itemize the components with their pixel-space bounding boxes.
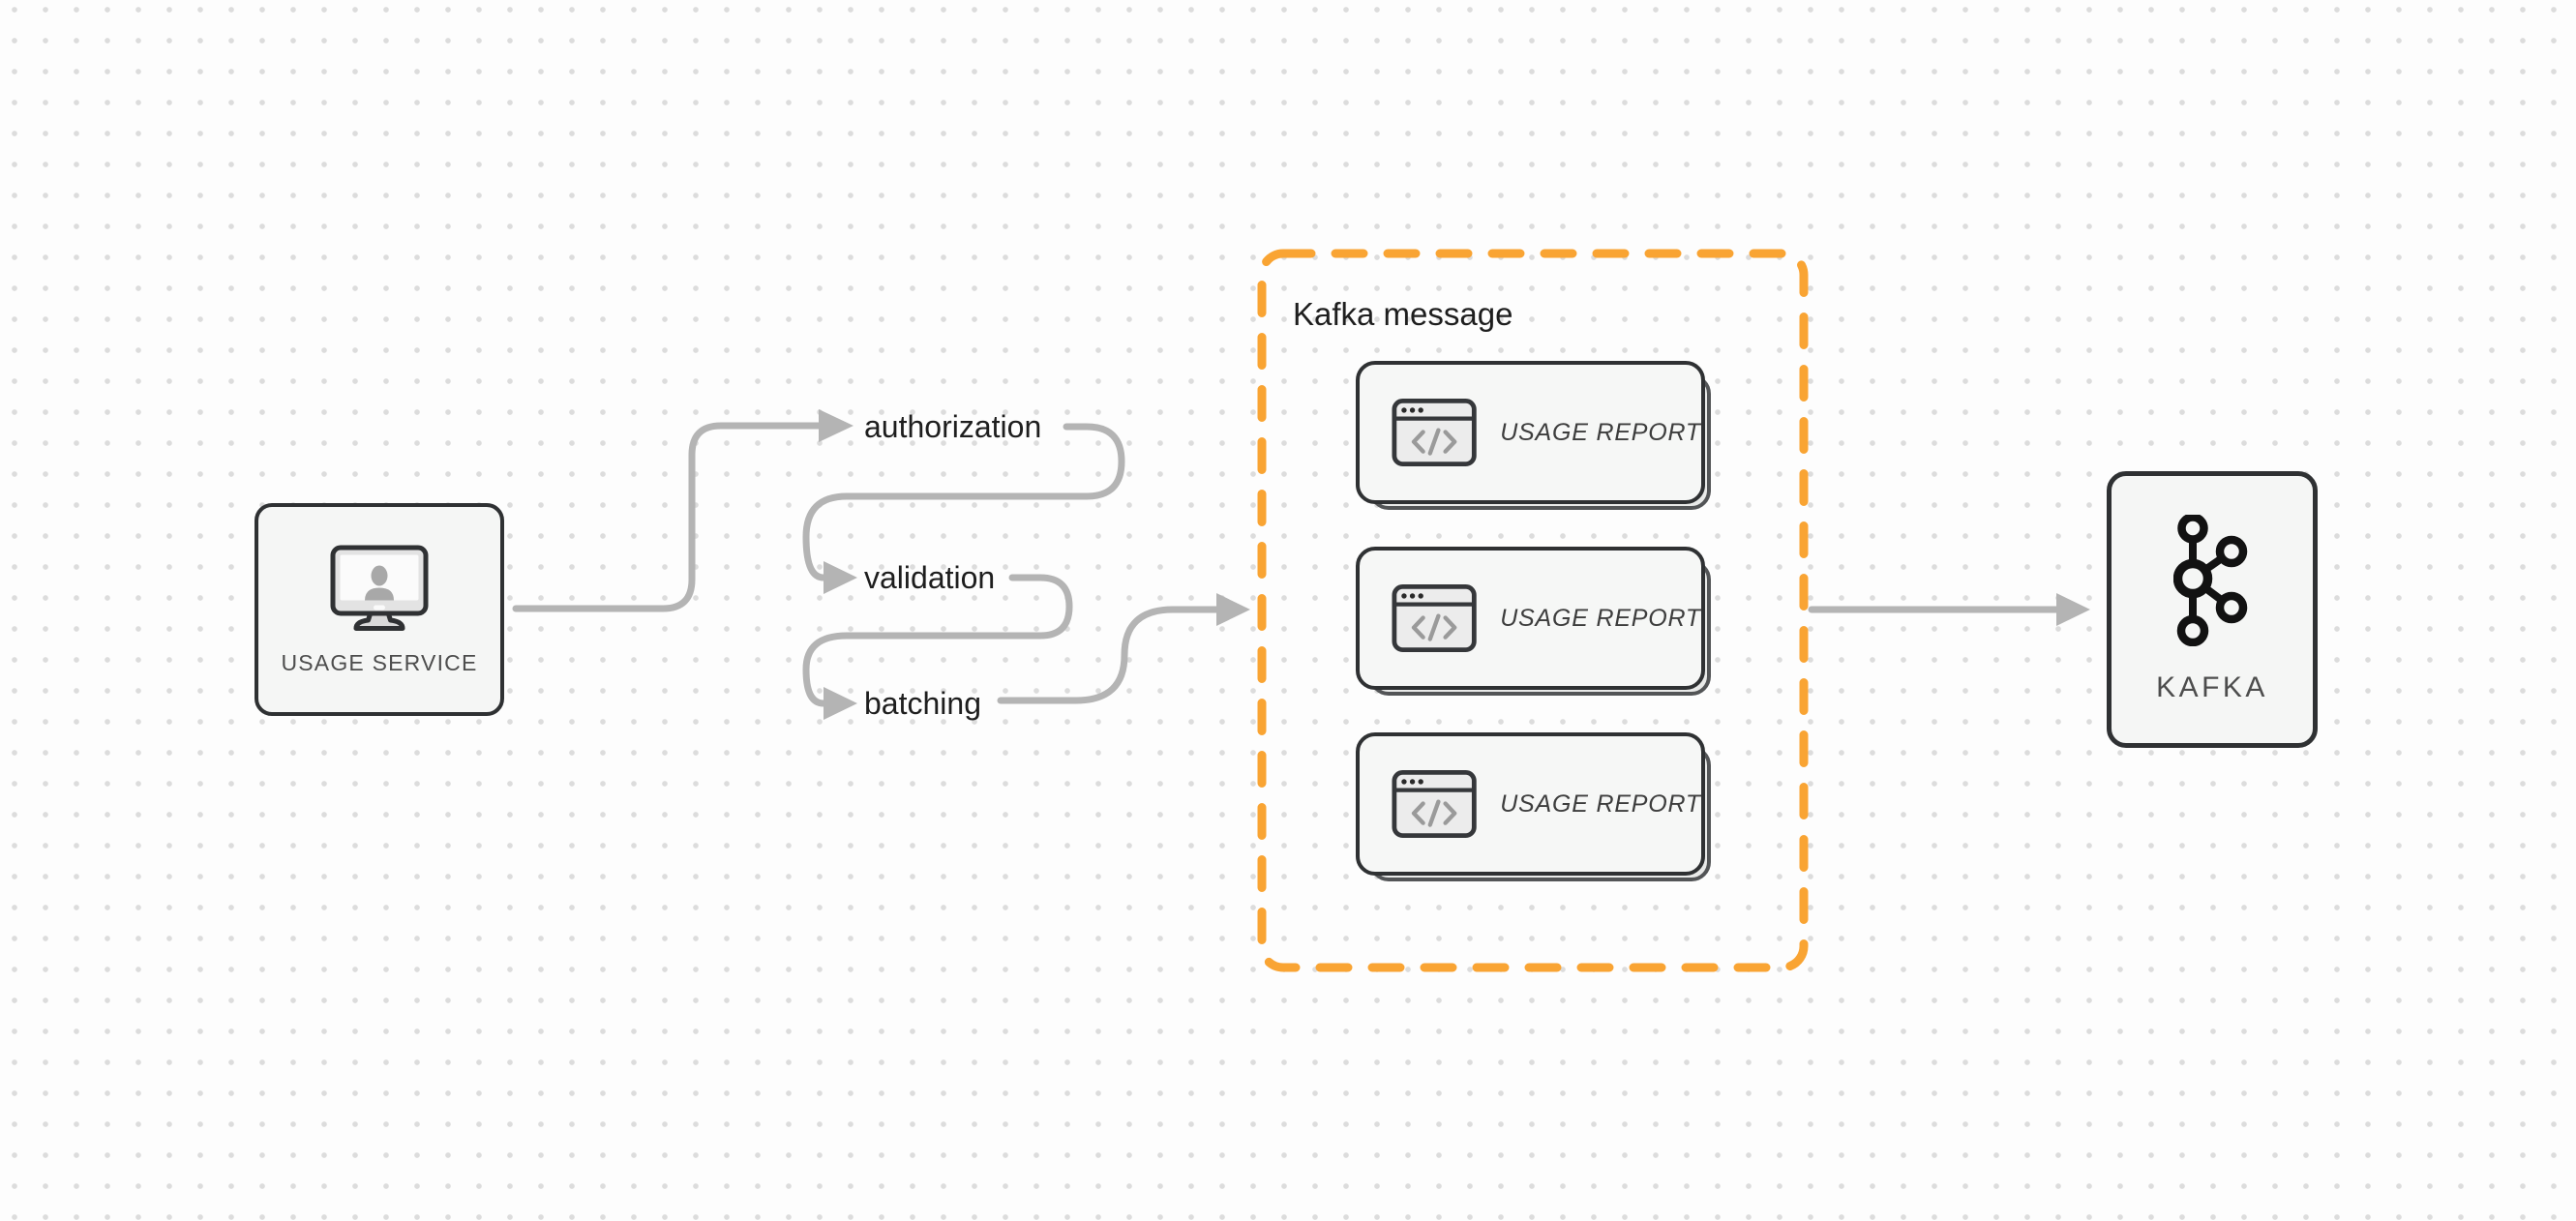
usage-report-card: USAGE REPORT <box>1356 361 1711 510</box>
arrowhead-authorization <box>819 409 854 442</box>
arrowhead-validation <box>824 561 857 594</box>
kafka-node: KAFKA <box>2107 471 2318 748</box>
arrowhead-kafka <box>2056 593 2090 626</box>
arrow-batching-to-kafka-message <box>997 606 1220 704</box>
arrowhead-kafka-message <box>1216 593 1250 626</box>
arrow-usage-to-authorization <box>512 422 823 612</box>
arrow-validation-to-batching <box>802 574 1073 707</box>
usage-service-label: USAGE SERVICE <box>281 649 478 675</box>
kafka-logo-icon <box>2173 515 2248 646</box>
code-window-icon <box>1392 770 1477 838</box>
code-window-icon <box>1392 584 1477 652</box>
step-label-batching: batching <box>864 686 981 721</box>
kafka-message-group-border <box>1257 249 1809 972</box>
usage-report-label: USAGE REPORT <box>1500 604 1701 632</box>
usage-report-label: USAGE REPORT <box>1500 789 1701 818</box>
kafka-label: KAFKA <box>2156 671 2268 703</box>
usage-report-label: USAGE REPORT <box>1500 418 1701 446</box>
arrow-authorization-to-validation <box>802 423 1125 581</box>
usage-report-card: USAGE REPORT <box>1356 732 1711 881</box>
usage-service-node: USAGE SERVICE <box>255 503 504 716</box>
step-label-validation: validation <box>864 560 996 595</box>
code-window-icon <box>1392 399 1477 466</box>
arrowhead-batching <box>824 687 857 720</box>
step-label-authorization: authorization <box>864 409 1042 444</box>
monitor-user-icon <box>330 545 429 631</box>
kafka-message-group-title: Kafka message <box>1293 296 1513 332</box>
usage-report-card: USAGE REPORT <box>1356 547 1711 696</box>
